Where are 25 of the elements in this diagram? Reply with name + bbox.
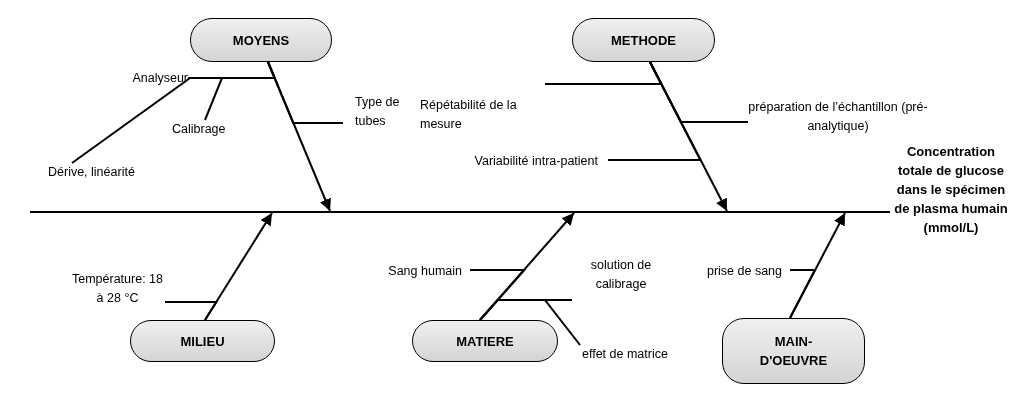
cause-label: Analyseur [80,69,188,87]
cause-label: Dérive, linéarité [48,163,168,181]
category-box: MILIEU [130,320,275,362]
effect-label: Concentration totale de glucose dans le spécimen de plasma humain (mmol/L) [890,142,1012,282]
spine-line [29,211,891,213]
cause-label: Température: 18 à 28 °C [70,270,165,310]
connector-line [789,269,817,319]
connector-line [187,77,224,121]
cause-label: préparation de l’échantillon (pré-analytique) [748,98,928,138]
connector-line [164,301,219,321]
cause-label: solution de calibrage [572,256,664,302]
connector-line [607,61,702,161]
connector-line [542,299,581,346]
category-box: MAIN-D'OEUVRE [722,318,865,384]
cause-label: Calibrage [172,120,242,138]
cause-label: Variabilité intra-patient [418,152,608,170]
cause-label: prise de sang [676,262,790,280]
cause-label: Type de tubes [343,93,415,133]
connector-line [267,61,344,124]
cause-label: Répétabilité de la mesure [420,76,545,136]
category-box: METHODE [572,18,715,62]
category-box: MOYENS [190,18,332,62]
category-box: MATIERE [412,320,558,362]
cause-label: effet de matrice [578,345,703,363]
cause-label: Sang humain [368,262,470,280]
